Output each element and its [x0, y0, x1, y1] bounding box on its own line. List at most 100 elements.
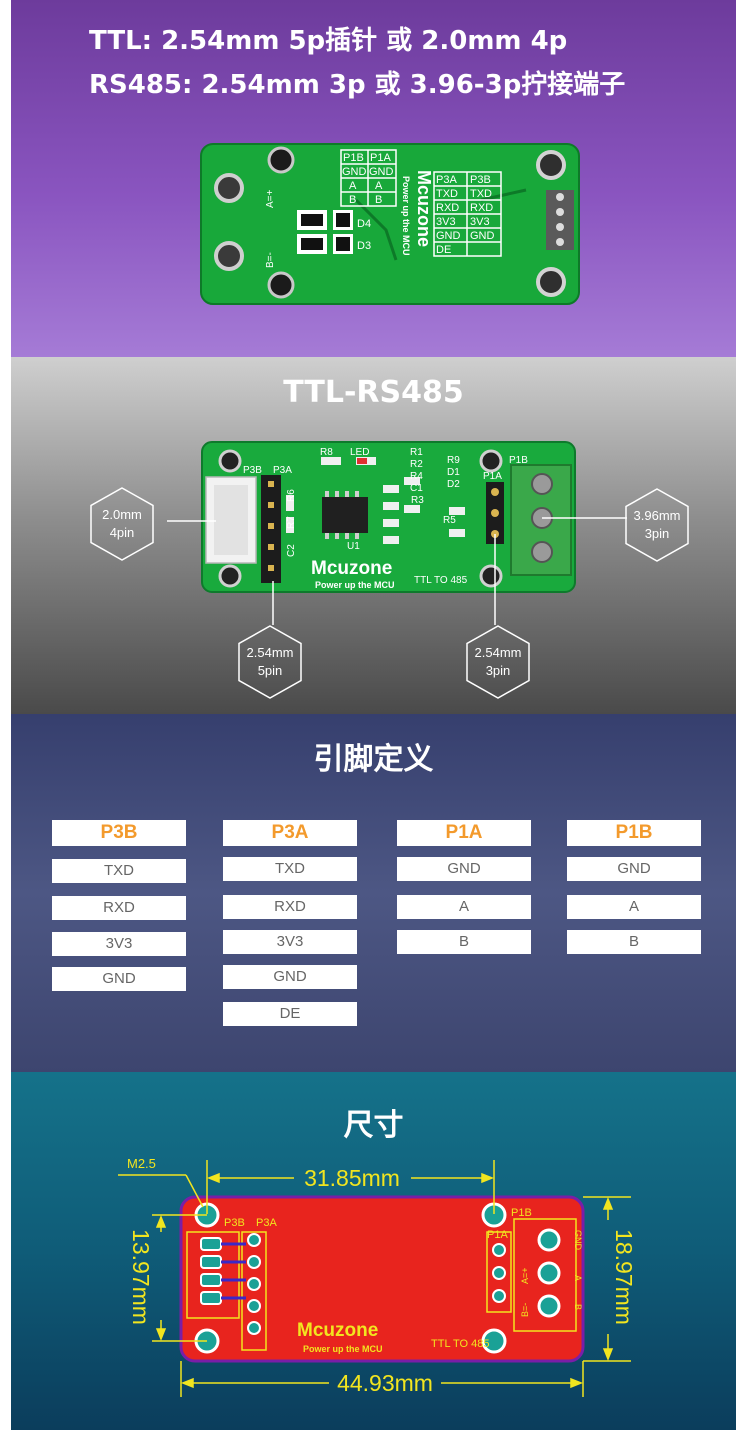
pin-cell: GND — [52, 967, 186, 991]
callout-254mm-5pin: 2.54mm 5pin — [238, 625, 302, 699]
s4-p1b: P1B — [511, 1207, 532, 1219]
callout-left-size: 2.0mm — [102, 507, 142, 522]
top-d4: D4 — [357, 218, 371, 230]
s4-gnd: GND — [573, 1230, 583, 1251]
dim-hole: M2.5 — [127, 1156, 156, 1171]
callout-2mm-4pin: 2.0mm 4pin — [90, 487, 154, 561]
s4-b: B — [573, 1304, 583, 1310]
top-de: DE — [436, 244, 451, 256]
s4-p1a: P1A — [487, 1229, 508, 1241]
header-section: TTL: 2.54mm 5p插针 或 2.0mm 4p RS485: 2.54m… — [11, 0, 736, 357]
dimension-drawing: M2.5 31.85mm 44.93mm 13.97mm 18.97mm P3B… — [118, 1156, 637, 1397]
s2-r4: R4 — [410, 471, 423, 482]
top-gnd-2: GND — [369, 166, 394, 178]
top-brand: Mcuzone — [414, 170, 434, 247]
top-slogan: Power up the MCU — [401, 176, 411, 256]
top-p1a: P1A — [370, 152, 391, 164]
board-front-view: P3B P3A R8 LED R1 R2 R4 C1 R9 D1 D2 R3 R… — [167, 441, 627, 625]
top-txd-2: TXD — [470, 188, 492, 200]
callout-bl-size: 2.54mm — [246, 645, 294, 660]
top-3v3-1: 3V3 — [436, 216, 456, 228]
callout-br-pins: 3pin — [485, 663, 511, 678]
s4-ttl-to-485: TTL TO 485 — [431, 1338, 490, 1350]
s2-ttl-to-485: TTL TO 485 — [414, 575, 468, 586]
pin-cell: GND — [397, 857, 531, 881]
top-b-2: B — [375, 194, 382, 206]
s4-a: A — [573, 1275, 583, 1281]
header-line-rs485: RS485: 2.54mm 3p 或 3.96-3p拧接端子 — [89, 70, 626, 100]
pin-cell: RXD — [223, 895, 357, 919]
s4-p3b: P3B — [224, 1217, 245, 1229]
pin-cell: B — [397, 930, 531, 954]
pin-cell: A — [397, 895, 531, 919]
callout-right-pins: 3pin — [644, 526, 670, 541]
pin-header-p1b: P1B — [567, 820, 701, 846]
s2-r2: R2 — [410, 459, 423, 470]
pinout-title: 引脚定义 — [313, 742, 434, 777]
callout-br-size: 2.54mm — [474, 645, 522, 660]
pin-cell: TXD — [223, 857, 357, 881]
top-gnd-1: GND — [342, 166, 367, 178]
s2-p3b: P3B — [243, 465, 262, 476]
top-d3: D3 — [357, 240, 371, 252]
ttl-rs485-section: TTL-RS485 — [11, 357, 736, 714]
s4-p3a: P3A — [256, 1217, 277, 1229]
callout-254mm-3pin: 2.54mm 3pin — [466, 625, 530, 699]
header-line-ttl: TTL: 2.54mm 5p插针 或 2.0mm 4p — [89, 26, 568, 56]
dimensions-title: 尺寸 — [343, 1108, 404, 1143]
s2-c1: C1 — [410, 483, 423, 494]
dim-hole-height: 13.97mm — [128, 1229, 154, 1325]
section-title-ttl-rs485: TTL-RS485 — [283, 375, 464, 410]
s2-r3: R3 — [411, 495, 424, 506]
s2-r9: R9 — [447, 455, 460, 466]
top-aplus: A=+ — [265, 189, 276, 208]
top-gnd-4: GND — [470, 230, 495, 242]
pin-cell: GND — [567, 857, 701, 881]
s2-p3a: P3A — [273, 465, 292, 476]
s2-r6: R6 — [286, 489, 297, 502]
s4-brand: Mcuzone — [297, 1320, 378, 1341]
pin-header-p3b: P3B — [52, 820, 186, 846]
s2-p1a: P1A — [483, 471, 502, 482]
callout-right-size: 3.96mm — [633, 508, 681, 523]
s2-brand: Mcuzone — [311, 558, 392, 579]
dim-board-height: 18.97mm — [611, 1229, 637, 1325]
top-bminus: B=- — [265, 252, 276, 268]
top-p3a: P3A — [436, 174, 457, 186]
s2-slogan: Power up the MCU — [315, 580, 395, 590]
pinout-section: 引脚定义 P3B TXD RXD 3V3 GND P3A TXD RXD 3V3… — [11, 714, 736, 1072]
top-rxd-2: RXD — [470, 202, 493, 214]
top-gnd-3: GND — [436, 230, 461, 242]
callout-bl-pins: 5pin — [257, 663, 283, 678]
s2-d2: D2 — [447, 479, 460, 490]
dimensions-section: 尺寸 — [11, 1072, 736, 1430]
pin-cell: DE — [223, 1002, 357, 1026]
s2-d1: D1 — [447, 467, 460, 478]
s4-slogan: Power up the MCU — [303, 1344, 383, 1354]
s2-r7: R7 — [286, 516, 297, 529]
pin-header-p1a: P1A — [397, 820, 531, 846]
pin-cell: 3V3 — [223, 930, 357, 954]
pin-cell: A — [567, 895, 701, 919]
pin-header-p3a: P3A — [223, 820, 357, 846]
top-txd-1: TXD — [436, 188, 458, 200]
pin-cell: B — [567, 930, 701, 954]
pin-cell: RXD — [52, 896, 186, 920]
s2-c2: C2 — [286, 544, 297, 557]
top-3v3-2: 3V3 — [470, 216, 490, 228]
s2-led: LED — [350, 447, 369, 458]
board-top-view: P1B P1A GND GND A A B B P3A P3B TXD TXD … — [200, 143, 580, 305]
callout-left-pins: 4pin — [109, 525, 135, 540]
top-p1b: P1B — [343, 152, 364, 164]
top-b-1: B — [349, 194, 356, 206]
pin-cell: GND — [223, 965, 357, 989]
s2-r8: R8 — [320, 447, 333, 458]
dim-board-width: 44.93mm — [337, 1370, 433, 1396]
pin-cell: 3V3 — [52, 932, 186, 956]
s4-bminus: B=- — [520, 1303, 530, 1317]
s2-r5: R5 — [443, 515, 456, 526]
s4-aplus: A=+ — [520, 1267, 530, 1284]
top-rxd-1: RXD — [436, 202, 459, 214]
top-a-1: A — [349, 180, 357, 192]
top-p3b: P3B — [470, 174, 491, 186]
